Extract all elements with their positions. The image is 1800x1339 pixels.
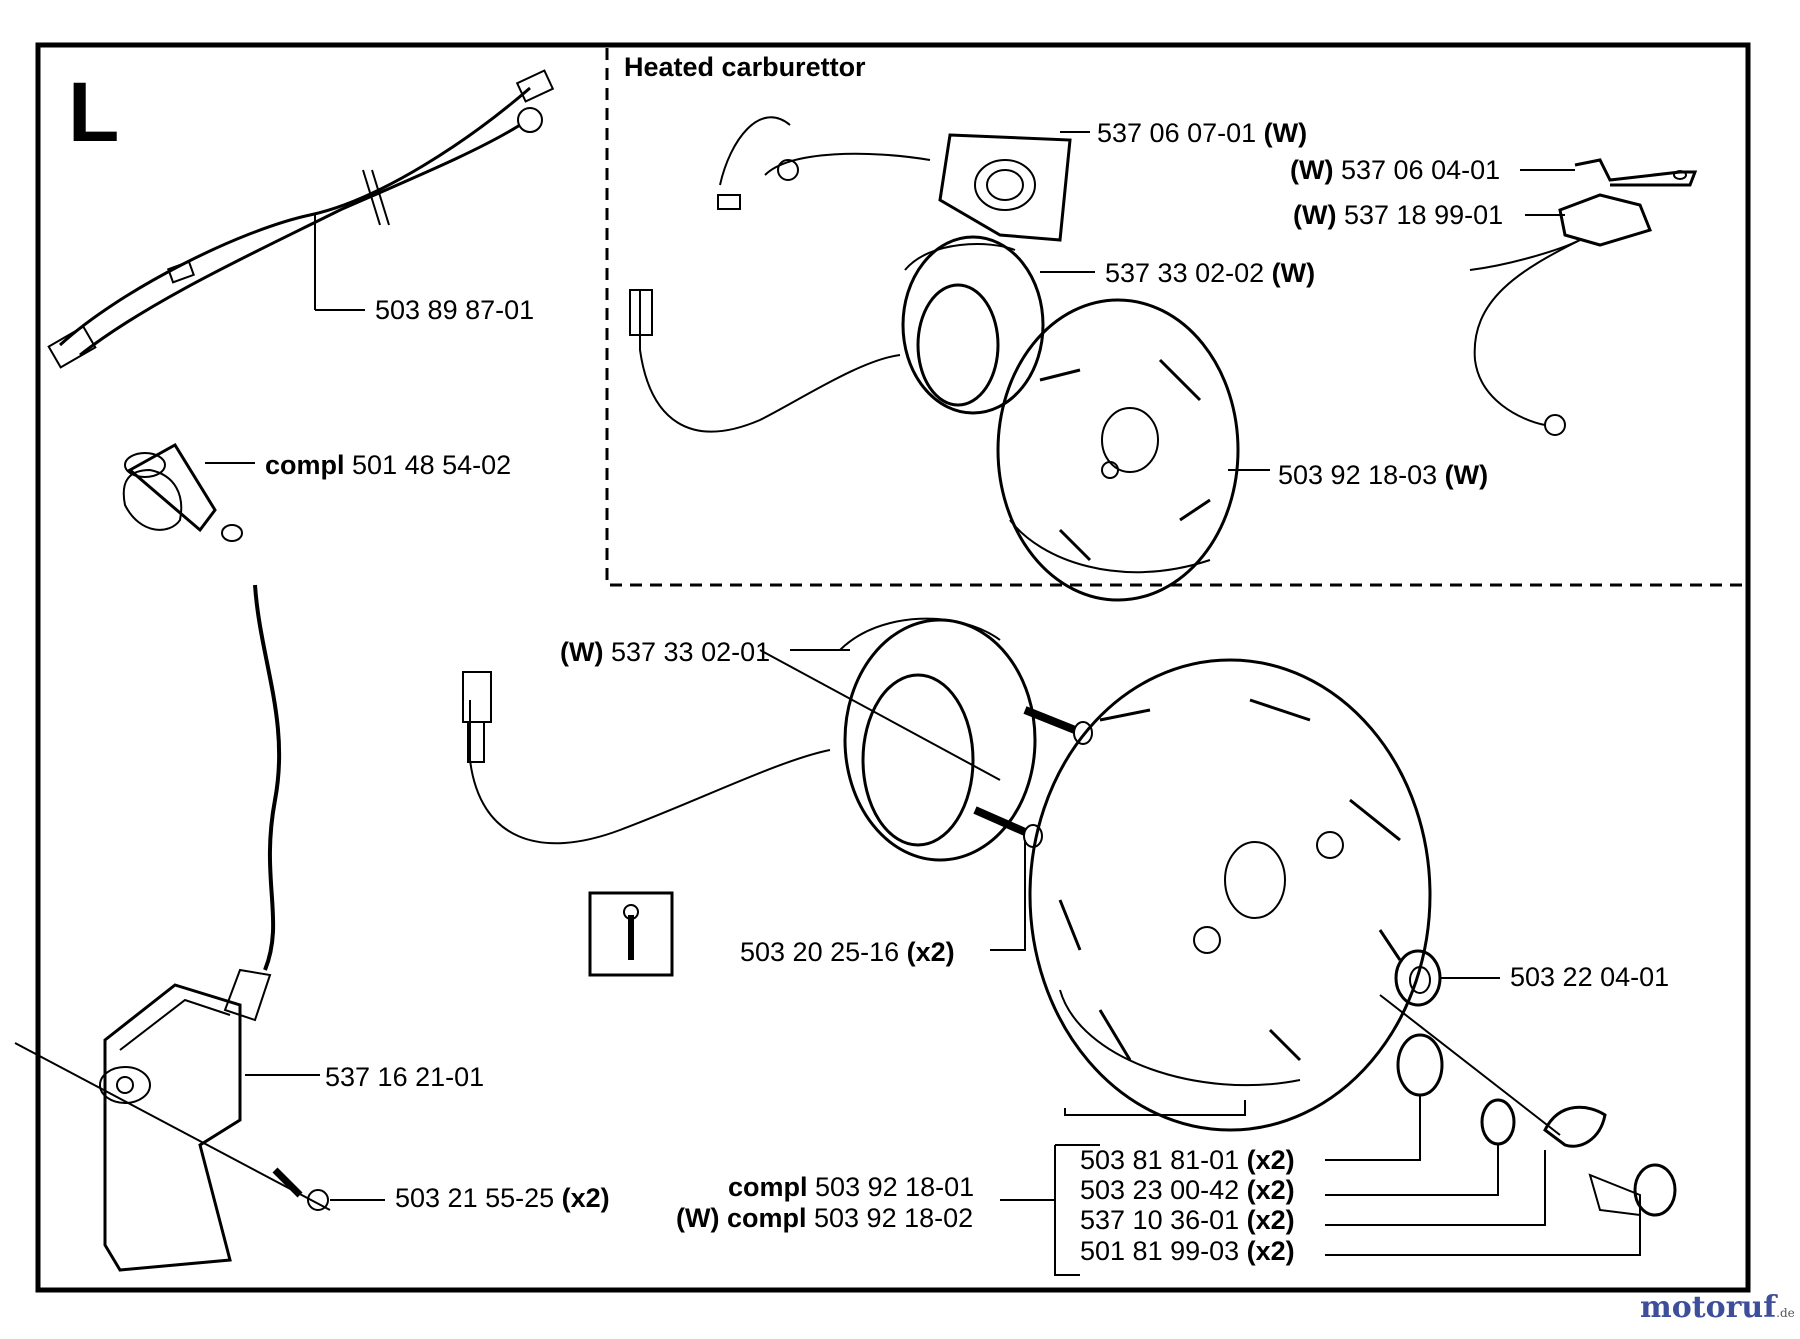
part-label: (W) compl 503 92 18-02 xyxy=(676,1203,974,1233)
part-label: 503 23 00-42 (x2) xyxy=(1080,1175,1295,1205)
part-label: 537 33 02-02 (W) xyxy=(1105,258,1316,288)
ignition-module xyxy=(14,584,385,1272)
part-label: 537 16 21-01 xyxy=(325,1062,485,1092)
section-letter: L xyxy=(68,65,120,159)
part-label: 537 06 07-01 (W) xyxy=(1097,118,1308,148)
magnet-screws xyxy=(973,706,1093,951)
spark-plug-cap xyxy=(122,442,255,542)
heated-magnet-ring xyxy=(629,235,1095,433)
part-label: 503 21 55-25 (x2) xyxy=(395,1183,610,1213)
tool-symbol-box xyxy=(588,891,674,977)
part-label: 503 81 81-01 (x2) xyxy=(1080,1145,1295,1175)
part-label: (W) 537 33 02-01 xyxy=(560,637,771,667)
part-label: 503 89 87-01 xyxy=(375,295,535,325)
heating-element xyxy=(717,116,1090,242)
part-label: 501 81 99-03 (x2) xyxy=(1080,1236,1295,1266)
part-label: compl 503 92 18-01 xyxy=(728,1172,975,1202)
part-label: (W) 537 06 04-01 xyxy=(1290,155,1501,185)
part-label: (W) 537 18 99-01 xyxy=(1293,200,1504,230)
wire-harness xyxy=(47,69,555,369)
part-label: 503 92 18-03 (W) xyxy=(1278,460,1489,490)
heated-small-parts xyxy=(1469,158,1698,436)
heated-flywheel xyxy=(996,298,1270,602)
part-label: 503 20 25-16 (x2) xyxy=(740,937,955,967)
part-label: compl 501 48 54-02 xyxy=(265,450,512,480)
diagram-frame xyxy=(35,42,1751,1293)
heated-carburettor-title: Heated carburettor xyxy=(624,52,866,82)
magnet-ring xyxy=(462,617,1037,862)
part-label: 503 22 04-01 xyxy=(1510,962,1670,992)
flywheel xyxy=(1028,658,1432,1132)
leader-lines xyxy=(1000,1095,1641,1276)
part-label: 537 10 36-01 (x2) xyxy=(1080,1205,1295,1235)
watermark-logo: motoruf.de xyxy=(1640,1290,1795,1325)
